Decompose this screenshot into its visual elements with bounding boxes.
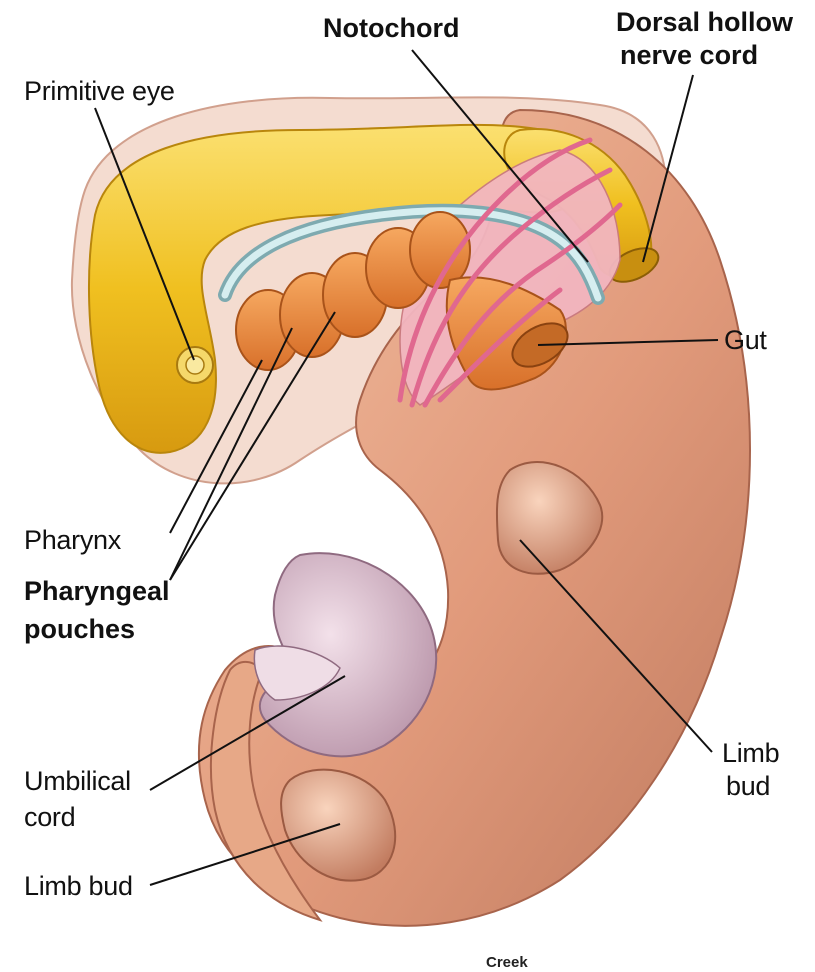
label-umbilical-line1: Umbilical bbox=[24, 766, 131, 796]
label-gut: Gut bbox=[724, 325, 767, 355]
label-dorsal-line2: nerve cord bbox=[620, 40, 758, 70]
primitive-eye-structure bbox=[177, 347, 213, 383]
credit-text: Creek bbox=[486, 954, 528, 971]
label-primitive-eye: Primitive eye bbox=[24, 76, 175, 106]
label-umbilical-line2: cord bbox=[24, 802, 75, 832]
label-limb-bud-bottom: Limb bud bbox=[24, 871, 133, 901]
label-notochord: Notochord bbox=[323, 13, 459, 43]
label-dorsal-line1: Dorsal hollow bbox=[616, 7, 794, 37]
label-pharyngeal-line1: Pharyngeal bbox=[24, 576, 170, 606]
label-limb-bud-right-line1: Limb bbox=[722, 738, 779, 768]
label-pharynx: Pharynx bbox=[24, 525, 122, 555]
embryo-body bbox=[72, 97, 750, 925]
label-limb-bud-right-line2: bud bbox=[726, 771, 770, 801]
label-pharyngeal-line2: pouches bbox=[24, 614, 135, 644]
